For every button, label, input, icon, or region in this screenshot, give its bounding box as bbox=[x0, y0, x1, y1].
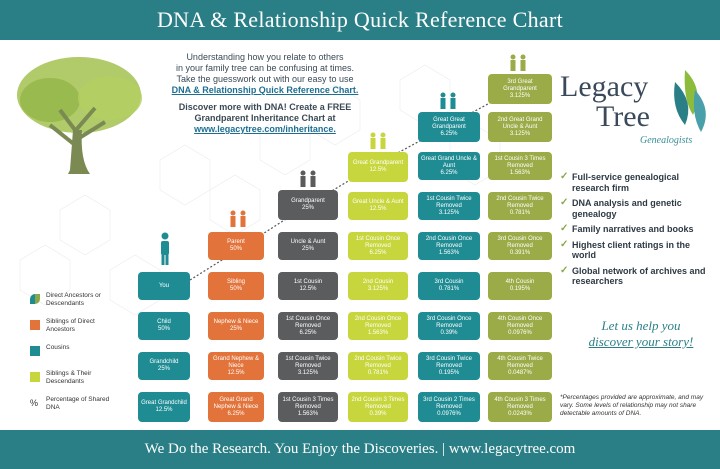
person-icon bbox=[161, 232, 169, 265]
header-banner: DNA & Relationship Quick Reference Chart bbox=[0, 0, 720, 40]
call-to-action: Let us help you discover your story! bbox=[588, 318, 694, 349]
legend: Direct Ancestors or Descendants Siblings… bbox=[30, 292, 120, 422]
legend-item: Direct Ancestors or Descendants bbox=[30, 292, 120, 312]
direct-ancestors-icon bbox=[30, 294, 40, 304]
intro-text: Understanding how you relate to others i… bbox=[150, 52, 380, 141]
legend-item: % Percentage of Shared DNA bbox=[30, 396, 110, 411]
check-icon: ✓ bbox=[560, 223, 569, 234]
disclaimer-text: *Percentages provided are approximate, a… bbox=[560, 394, 704, 417]
legend-item: Cousins bbox=[30, 344, 120, 364]
footer-banner: We Do the Research. You Enjoy the Discov… bbox=[0, 430, 720, 469]
ggg-grandparents-icon bbox=[510, 54, 526, 71]
tree-illustration bbox=[17, 57, 142, 174]
logo-text-tree: Tree bbox=[596, 100, 650, 133]
intro-line: Grandparent Inheritance Chart at bbox=[194, 113, 336, 123]
legacy-tree-logo-icon bbox=[674, 70, 706, 132]
great-grandparents-icon bbox=[370, 132, 386, 149]
check-icon: ✓ bbox=[560, 171, 569, 182]
logo-text-legacy: Legacy bbox=[560, 70, 649, 103]
grandparents-icon bbox=[300, 170, 316, 187]
service-item: ✓Highest client ratings in the world bbox=[560, 238, 691, 260]
services-list: ✓Full-service genealogical research firm… bbox=[560, 171, 710, 292]
service-item: ✓Global network of archives and research… bbox=[560, 264, 706, 286]
orange-swatch bbox=[30, 320, 40, 330]
footer-text[interactable]: We Do the Research. You Enjoy the Discov… bbox=[144, 441, 576, 457]
teal-swatch bbox=[30, 346, 40, 356]
logo-text-genealogists: Genealogists bbox=[640, 135, 693, 146]
intro-line: Take the guesswork out with our easy to … bbox=[176, 74, 354, 84]
lime-swatch bbox=[30, 372, 40, 382]
percent-icon: % bbox=[30, 398, 39, 408]
intro-line: Understanding how you relate to others bbox=[186, 52, 344, 62]
check-icon: ✓ bbox=[560, 197, 569, 208]
page-title: DNA & Relationship Quick Reference Chart bbox=[156, 7, 564, 32]
check-icon: ✓ bbox=[560, 264, 569, 276]
legend-item: Siblings of Direct Ancestors bbox=[30, 318, 120, 338]
chart-link[interactable]: DNA & Relationship Quick Reference Chart… bbox=[171, 85, 359, 95]
intro-line: Discover more with DNA! Create a FREE bbox=[178, 102, 352, 112]
service-item: ✓DNA analysis and genetic genealogy bbox=[560, 197, 682, 219]
legend-item: Siblings & Their Descendants bbox=[30, 370, 120, 390]
check-icon: ✓ bbox=[560, 238, 569, 250]
parents-icon bbox=[230, 210, 246, 227]
gg-grandparents-icon bbox=[440, 92, 456, 109]
box-you: You bbox=[138, 272, 190, 300]
service-item: ✓Full-service genealogical research firm bbox=[560, 171, 680, 193]
inheritance-link[interactable]: www.legacytree.com/inheritance. bbox=[194, 124, 336, 134]
service-item: ✓Family narratives and books bbox=[560, 223, 694, 234]
intro-line: in your family tree can be confusing at … bbox=[175, 63, 355, 73]
